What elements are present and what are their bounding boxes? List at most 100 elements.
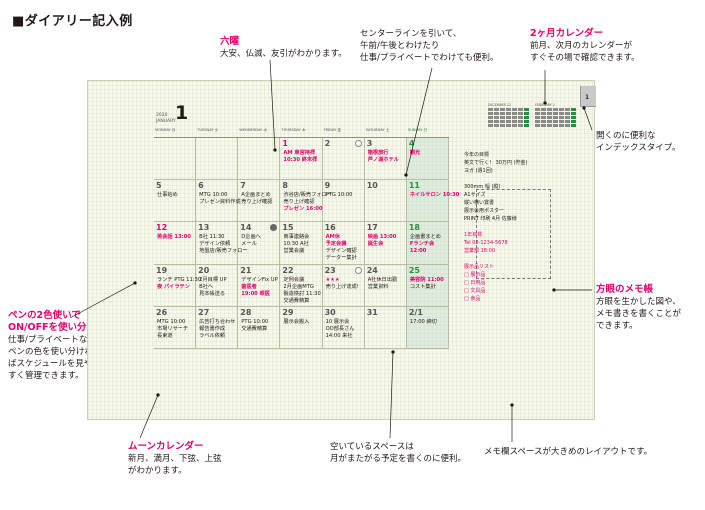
mini-calendar-day [565,124,570,127]
schedule-entry: OO部長さん [325,325,355,332]
schedule-entry: ランチ PTG 11:30 [157,276,202,283]
schedule-entry: 交通費精算 [283,297,310,304]
schedule-entry: 長束道 [157,332,173,339]
mini-calendar-day [488,124,493,127]
schedule-entry: AM休 [325,234,340,241]
month-number: 1 [175,102,189,124]
note-rokuyo: 六曜大安、仏滅、友引がわかります。 [220,36,347,59]
schedule-entry: A社休日出勤 [367,276,398,283]
mini-calendar-day [553,112,558,115]
calendar-cell[interactable]: 31 [364,306,407,349]
schedule-entry: コスト集計 [409,283,436,290]
schedule-entry: メール [241,241,257,248]
schedule-entry: プレゼン資料作成 [199,199,241,206]
mini-calendar-day [571,108,576,111]
memo-line: 展示会用ポスター [464,208,505,214]
calendar-cell[interactable] [196,138,239,181]
schedule-entry: 2月目標 UP [199,276,227,283]
memo-line: 英文で行く！ 30万円 (貯金) [464,160,528,166]
mini-calendar-day [571,112,576,115]
mini-calendar-day [541,124,546,127]
schedule-entry: 商事連絡会 [283,234,310,241]
day-number: 25 [408,265,420,275]
calendar-cell[interactable]: 23★★★売り上げ達成! [322,264,365,307]
schedule-entry: デザイン確認 [325,248,357,255]
calendar-cell[interactable] [238,138,281,181]
schedule-entry: MTG 10:00 [157,318,186,325]
calendar-cell[interactable]: 10 [364,180,407,223]
memo-line: 展示品リスト [464,264,495,270]
memo-line [464,255,527,263]
schedule-entry: ネイルサロン 10:30 [409,192,460,199]
memo-line: 営業部 18:00 [464,248,495,254]
mini-calendar-day [559,120,564,123]
calendar-cell[interactable]: 2 [322,138,365,181]
memo-line: 今年の目標 [464,152,490,158]
mini-calendar-day [488,108,493,111]
index-tab[interactable]: 1 [580,86,596,107]
schedule-entry: ラベル依頼 [199,332,226,339]
day-number: 26 [156,307,168,317]
day-number: 28 [240,307,252,317]
schedule-entry: 観光 [409,150,421,156]
mini-calendar-day [500,116,505,119]
memo-line [464,175,527,183]
mini-calendar-day [494,120,499,123]
memo-line: ヨガ (週1回) [464,168,493,174]
mini-calendar-day [524,116,529,119]
mini-calendar-day [547,120,552,123]
memo-notes: 今年の目標英文で行く！ 30万円 (貯金)ヨガ (週1回)300mm 幅 (縦)… [464,151,527,303]
schedule-entry: 仕事始め [157,192,178,199]
schedule-entry: B社へ [199,283,214,290]
schedule-entry: 夜 パイラテン [157,283,190,290]
schedule-entry: B社 11:30 [199,234,225,241]
mini-calendar-day [512,124,517,127]
mini-calendar-day [494,112,499,115]
mini-calendar-day [553,124,558,127]
mini-calendar-day [524,120,529,123]
schedule-entry: 12:00 [409,248,427,255]
schedule-entry: 誕生会 [367,241,384,248]
calendar-cell[interactable] [154,138,197,181]
schedule-entry: 定例会議 [283,276,305,283]
mini-calendar-day [506,108,511,111]
day-number: 30 [324,307,336,317]
note-grid-memo: 方眼のメモ帳方眼を生かした図や、 メモ書きを書くことが できます。 [596,284,682,331]
day-number: 2/1 [408,307,423,317]
schedule-entry: 10 展示会 [325,318,350,325]
day-number: 31 [366,307,378,317]
mini-calendar-day [553,120,558,123]
schedule-entry: ★★★ [325,276,340,283]
memo-sketch-box [476,189,551,279]
schedule-entry: 企画書まとめ [409,234,441,241]
schedule-entry: 報告書作成 [199,325,226,332]
